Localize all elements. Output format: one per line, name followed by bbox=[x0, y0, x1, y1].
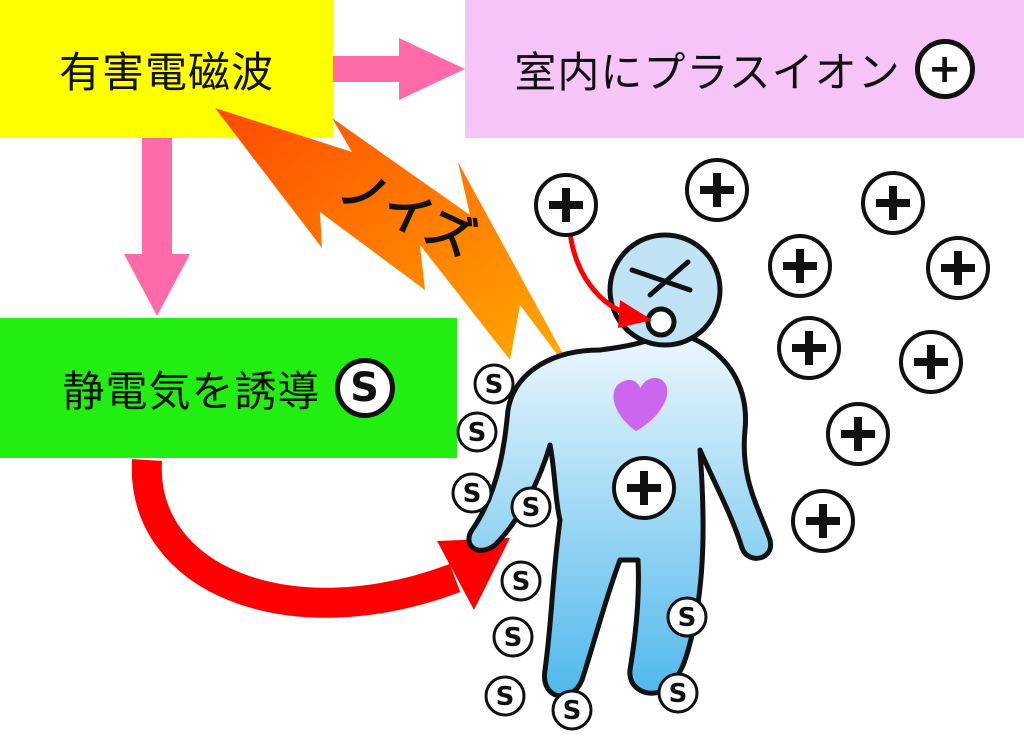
static-charge-icon: S bbox=[510, 486, 552, 528]
static-charge-symbol: S bbox=[496, 682, 515, 712]
pink-arrow-down bbox=[124, 138, 190, 316]
source-box-label: 有害電磁波 bbox=[58, 47, 274, 97]
pink-arrow-right bbox=[333, 38, 465, 100]
static-box-label: 静電気を誘導 bbox=[62, 366, 321, 416]
plus-ion-icon bbox=[768, 234, 832, 298]
plus-ion-icon bbox=[685, 158, 749, 222]
source-box: 有害電磁波 bbox=[0, 0, 333, 138]
static-charge-symbol: S bbox=[563, 696, 582, 726]
source-box-bg bbox=[0, 0, 333, 138]
plus-ions-box: 室内にプラスイオン + bbox=[465, 0, 1024, 138]
static-charge-symbol: S bbox=[463, 479, 482, 509]
lightning-bolt-icon bbox=[215, 108, 580, 385]
figure-eyes bbox=[629, 259, 693, 298]
red-small-arrow bbox=[567, 231, 652, 328]
plus-ions-box-label: 室内にプラスイオン bbox=[514, 47, 901, 97]
static-charge-icon: S bbox=[484, 675, 526, 717]
plus-ion-icon: + bbox=[914, 39, 975, 99]
static-charge-symbol: S bbox=[678, 603, 697, 633]
plus-ion-icon bbox=[899, 330, 963, 394]
heart-icon bbox=[613, 378, 668, 432]
static-charge-symbol: S bbox=[485, 370, 504, 400]
plus-ion-icon bbox=[791, 489, 855, 553]
static-charge-icon: S bbox=[334, 358, 395, 418]
plus-ion-icon bbox=[861, 171, 925, 235]
plus-ion-icon bbox=[612, 456, 676, 520]
static-charge-icon: S bbox=[473, 363, 515, 405]
static-charge-symbol: S bbox=[468, 418, 487, 448]
static-charge-symbol: S bbox=[522, 493, 541, 523]
plus-ion-icon bbox=[826, 402, 890, 466]
static-charge-icon: S bbox=[451, 472, 493, 514]
static-charge-symbol: S bbox=[504, 623, 523, 653]
static-charge-icon: S bbox=[456, 411, 498, 453]
plus-ion-icon bbox=[926, 236, 990, 300]
figure-mouth bbox=[645, 306, 677, 338]
static-charge-symbol: S bbox=[512, 567, 531, 597]
static-charge-symbol: S bbox=[669, 679, 688, 709]
plus-ion-icon bbox=[534, 173, 598, 237]
static-charge-icon: S bbox=[500, 560, 542, 602]
plus-ion-icon bbox=[777, 316, 841, 380]
red-curved-arrow bbox=[131, 459, 510, 618]
static-charge-icon: S bbox=[492, 616, 534, 658]
static-charge-icon: S bbox=[657, 672, 699, 714]
static-charge-icon: S bbox=[666, 596, 708, 638]
static-charge-icon: S bbox=[551, 689, 593, 731]
static-box: 静電気を誘導 S bbox=[0, 318, 457, 458]
